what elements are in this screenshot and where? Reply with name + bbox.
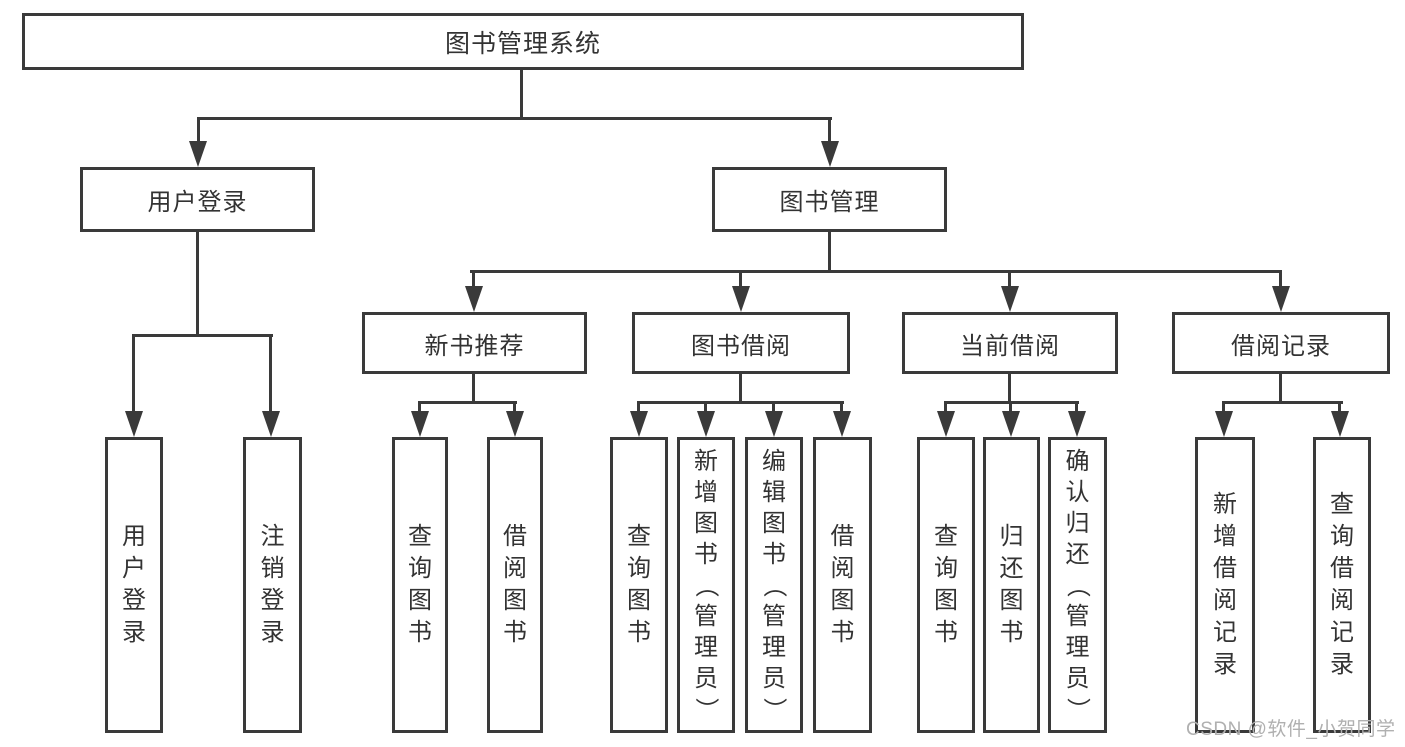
arrow-down-icon xyxy=(1215,411,1233,437)
connector-vline xyxy=(1008,270,1011,289)
connector-vline xyxy=(472,270,475,289)
node-current-borrow: 当前借阅 xyxy=(902,312,1118,374)
node-label: 用户登录 xyxy=(147,189,248,216)
connector-hline xyxy=(133,334,273,337)
connector-vline xyxy=(1279,374,1282,404)
leaf-label: 编辑图书（管理员） xyxy=(760,447,788,722)
arrow-down-icon xyxy=(697,411,715,437)
node-label: 当前借阅 xyxy=(960,332,1060,360)
node-root-library-system: 图书管理系统 xyxy=(22,13,1024,70)
arrow-down-icon xyxy=(506,411,524,437)
arrow-down-icon xyxy=(189,141,207,167)
connector-vline xyxy=(1009,401,1012,414)
leaf-current-return: 归还图书 xyxy=(983,437,1040,733)
leaf-records-query: 查询借阅记录 xyxy=(1313,437,1371,733)
leaf-current-confirm-admin: 确认归还（管理员） xyxy=(1048,437,1107,733)
leaf-borrow-query: 查询图书 xyxy=(610,437,668,733)
arrow-down-icon xyxy=(1068,411,1086,437)
node-borrow-records: 借阅记录 xyxy=(1172,312,1390,374)
leaf-label: 查询图书 xyxy=(934,523,958,646)
connector-vline xyxy=(472,374,475,404)
connector-vline xyxy=(513,401,516,414)
node-label: 图书管理 xyxy=(779,189,880,216)
connector-vline xyxy=(1279,270,1282,289)
connector-vline xyxy=(637,401,640,414)
leaf-label: 新增图书（管理员） xyxy=(692,447,720,722)
connector-vline xyxy=(1075,401,1078,414)
node-book-management: 图书管理 xyxy=(712,167,947,232)
node-label: 图书借阅 xyxy=(691,332,791,360)
leaf-label: 新增借阅记录 xyxy=(1213,491,1237,678)
connector-vline xyxy=(132,334,135,414)
connector-hline xyxy=(418,401,517,404)
leaf-current-query: 查询图书 xyxy=(917,437,975,733)
connector-vline xyxy=(739,374,742,404)
arrow-down-icon xyxy=(937,411,955,437)
arrow-down-icon xyxy=(465,286,483,312)
leaf-label: 查询图书 xyxy=(408,523,432,646)
node-user-login: 用户登录 xyxy=(80,167,315,232)
connector-hline xyxy=(197,117,832,120)
leaf-label: 查询图书 xyxy=(627,523,651,646)
connector-hline xyxy=(470,270,1282,273)
connector-vline xyxy=(1222,401,1225,414)
connector-vline xyxy=(196,232,199,337)
arrow-down-icon xyxy=(833,411,851,437)
node-label: 图书管理系统 xyxy=(444,29,601,58)
node-label: 新书推荐 xyxy=(424,332,525,360)
connector-vline xyxy=(840,401,843,414)
node-book-borrow: 图书借阅 xyxy=(632,312,850,374)
arrow-down-icon xyxy=(1002,411,1020,437)
arrow-down-icon xyxy=(411,411,429,437)
leaf-label: 归还图书 xyxy=(999,523,1024,646)
leaf-label: 确认归还（管理员） xyxy=(1064,447,1091,722)
connector-hline xyxy=(637,401,844,404)
connector-vline xyxy=(197,117,200,145)
leaf-borrow-edit-admin: 编辑图书（管理员） xyxy=(745,437,803,733)
arrow-down-icon xyxy=(125,411,143,437)
leaf-records-add: 新增借阅记录 xyxy=(1195,437,1255,733)
arrow-down-icon xyxy=(262,411,280,437)
leaf-user-login: 用户登录 xyxy=(105,437,163,733)
connector-vline xyxy=(828,232,831,273)
connector-vline xyxy=(739,270,742,289)
arrow-down-icon xyxy=(630,411,648,437)
arrow-down-icon xyxy=(821,141,839,167)
watermark-csdn: CSDN @软件_小贺同学 xyxy=(1186,719,1396,740)
leaf-newbooks-query: 查询图书 xyxy=(392,437,448,733)
node-new-book-recommend: 新书推荐 xyxy=(362,312,587,374)
connector-vline xyxy=(828,117,831,145)
connector-vline xyxy=(944,401,947,414)
leaf-label: 借阅图书 xyxy=(503,523,527,646)
leaf-label: 用户登录 xyxy=(122,523,146,646)
arrow-down-icon xyxy=(1272,286,1290,312)
leaf-borrow-borrow: 借阅图书 xyxy=(813,437,872,733)
connector-vline xyxy=(520,67,523,119)
connector-vline xyxy=(418,401,421,414)
connector-vline xyxy=(1338,401,1341,414)
leaf-newbooks-borrow: 借阅图书 xyxy=(487,437,543,733)
connector-hline xyxy=(1222,401,1343,404)
arrow-down-icon xyxy=(1331,411,1349,437)
leaf-label: 借阅图书 xyxy=(830,523,855,646)
leaf-logout: 注销登录 xyxy=(243,437,302,733)
node-label: 借阅记录 xyxy=(1231,332,1331,360)
leaf-label: 注销登录 xyxy=(260,523,285,646)
arrow-down-icon xyxy=(765,411,783,437)
arrow-down-icon xyxy=(732,286,750,312)
connector-vline xyxy=(772,401,775,414)
connector-vline xyxy=(1008,374,1011,404)
arrow-down-icon xyxy=(1001,286,1019,312)
connector-vline xyxy=(704,401,707,414)
leaf-borrow-add-admin: 新增图书（管理员） xyxy=(677,437,735,733)
leaf-label: 查询借阅记录 xyxy=(1330,491,1354,678)
connector-vline xyxy=(269,334,272,414)
